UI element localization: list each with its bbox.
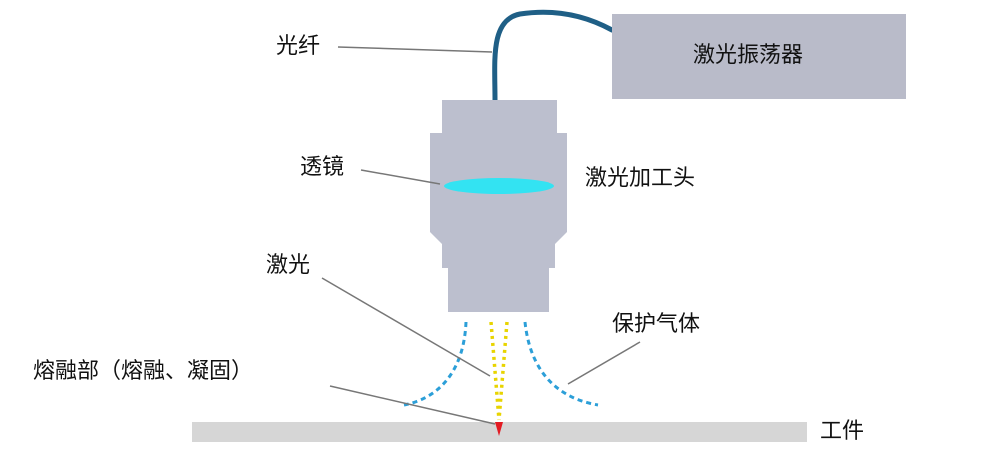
fiber-cable [492,9,615,103]
laser-oscillator-box [612,14,906,99]
workpiece-label: 工件 [820,419,865,444]
melt-zone-label: 熔融部（熔融、凝固） [33,359,254,384]
lens-label: 透镜 [300,155,345,180]
shield-gas-leader-line [567,341,641,385]
laser-leader-line [321,277,491,377]
shield-gas-left [403,321,468,407]
fiber-label: 光纤 [276,34,321,59]
focal-point-marker [495,422,503,436]
shield-gas-label: 保护气体 [612,312,701,337]
shield-gas-right [523,321,599,407]
laser-beam-right [497,321,509,421]
melt-zone-leader-line [329,385,496,425]
lens-ellipse [444,178,554,194]
laser-head-body [430,100,567,312]
laser-head-label: 激光加工头 [585,166,696,191]
fiber-leader-line [337,46,493,53]
laser-beam-left [489,321,501,421]
lens-leader-line [360,169,441,185]
laser-label: 激光 [266,253,311,278]
oscillator-label: 激光振荡器 [693,43,804,68]
